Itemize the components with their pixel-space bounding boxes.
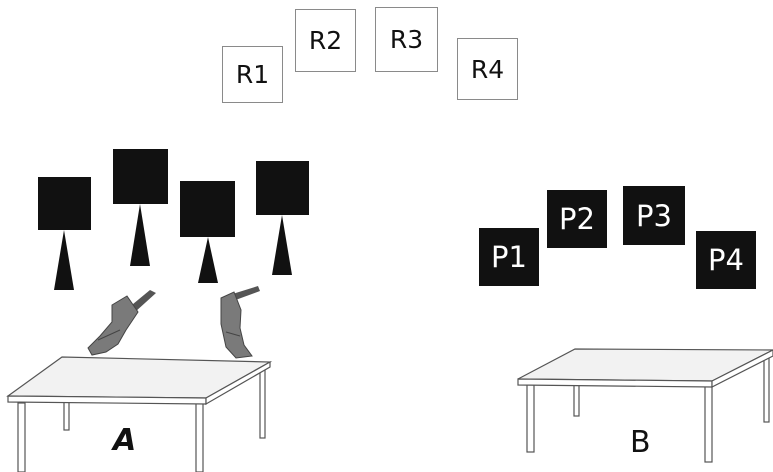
- pistol-icon: [87, 290, 156, 356]
- response-box-r4: R4: [457, 38, 518, 100]
- speaker-icon: [38, 177, 91, 290]
- speaker-icon: [180, 181, 235, 283]
- panel-p4: P4: [696, 231, 756, 289]
- table-a: [6, 356, 273, 472]
- response-box-r1: R1: [222, 46, 283, 103]
- table-b: [517, 348, 773, 463]
- speaker-icon: [113, 149, 168, 266]
- response-box-r3: R3: [375, 7, 438, 72]
- panel-p3: P3: [623, 186, 685, 245]
- panel-p2: P2: [547, 190, 607, 248]
- pistol-icon: [220, 286, 260, 359]
- table-label-a: A: [113, 423, 137, 458]
- panel-p1: P1: [479, 228, 539, 286]
- speaker-icon: [256, 161, 309, 275]
- response-box-r2: R2: [295, 9, 356, 72]
- table-label-b: B: [630, 425, 651, 460]
